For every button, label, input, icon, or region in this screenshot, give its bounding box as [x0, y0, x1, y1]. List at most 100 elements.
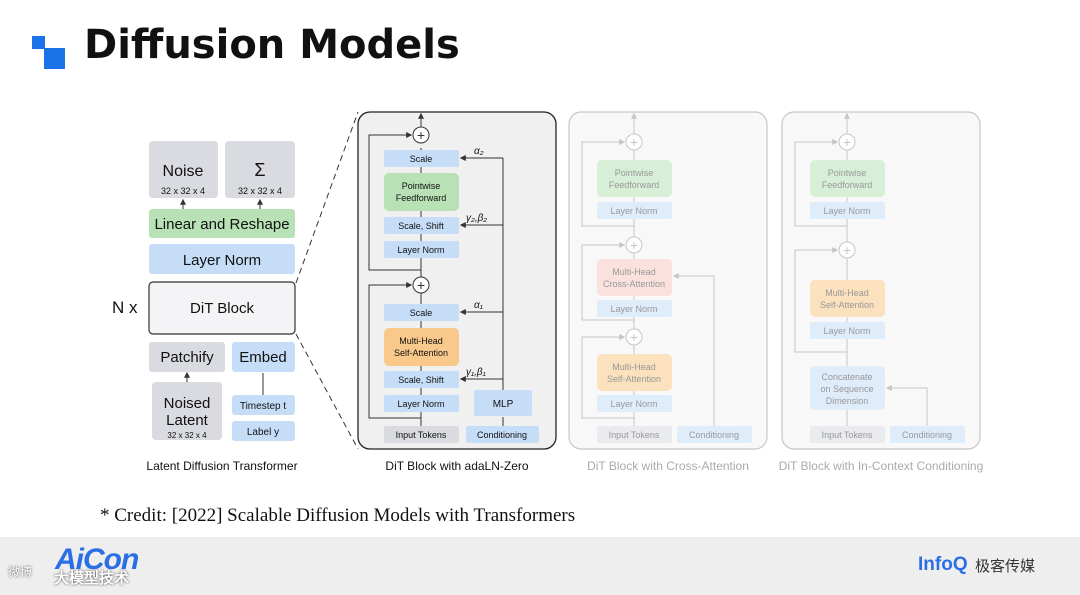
- cross-mhsa-2: Self-Attention: [607, 374, 661, 384]
- title-square-icon: [32, 36, 66, 70]
- cross-pointwise-2: Feedforward: [609, 180, 660, 190]
- conditioning-label: Conditioning: [477, 430, 527, 440]
- layer-norm-bottom-box: [384, 395, 459, 412]
- zoom-line-top: [295, 111, 359, 284]
- cross-layer-norm-1: Layer Norm: [610, 206, 657, 216]
- mhsa-box: [384, 328, 459, 366]
- cross-mhca-2: Cross-Attention: [603, 279, 665, 289]
- patchify-label: Patchify: [160, 349, 214, 366]
- cross-attention-block: + + + Pointwise Feedforward Layer Norm M…: [568, 111, 768, 450]
- cross-layer-norm-3: Layer Norm: [610, 399, 657, 409]
- noise-label: Noise: [163, 163, 204, 180]
- footer-bar: 微博 AiCon 大模型技术 InfoQ 极客传媒: [0, 537, 1080, 595]
- scale-shift-top-box: [384, 217, 459, 234]
- aicon-logo: AiCon: [55, 543, 139, 576]
- ic-input-tokens: Input Tokens: [822, 430, 873, 440]
- scale-shift-bottom-box: [384, 371, 459, 388]
- noise-dim: 32 x 32 x 4: [161, 186, 205, 196]
- alpha2-label: α₂: [474, 146, 484, 157]
- embed-label: Embed: [239, 349, 287, 366]
- ic-concat-2: on Sequence: [820, 384, 873, 394]
- pointwise-label-1: Pointwise: [402, 181, 441, 191]
- layer-norm-top-box: [384, 241, 459, 258]
- svg-text:+: +: [630, 237, 638, 253]
- ic-layer-norm-1: Layer Norm: [823, 206, 870, 216]
- svg-text:+: +: [417, 127, 425, 143]
- layer-norm-bottom-label: Layer Norm: [397, 399, 444, 409]
- credit-text: * Credit: [2022] Scalable Diffusion Mode…: [100, 505, 576, 526]
- gamma2-beta2-label: γ₂,β₂: [466, 213, 487, 224]
- linear-reshape-label: Linear and Reshape: [154, 216, 289, 233]
- layer-norm-top-label: Layer Norm: [397, 245, 444, 255]
- cross-mhca-1: Multi-Head: [612, 267, 656, 277]
- label-y-box: [232, 421, 295, 441]
- sigma-dim: 32 x 32 x 4: [238, 186, 282, 196]
- scale-shift-bottom-label: Scale, Shift: [398, 375, 444, 385]
- mhsa-label-2: Self-Attention: [394, 348, 448, 358]
- linear-reshape-box: [149, 209, 295, 238]
- noise-box: [149, 141, 218, 198]
- gamma1-beta1-label: γ₁,β₁: [466, 367, 486, 378]
- svg-text:+: +: [630, 329, 638, 345]
- scale-bottom-box: [384, 304, 459, 321]
- cross-layer-norm-2: Layer Norm: [610, 304, 657, 314]
- ic-conditioning: Conditioning: [902, 430, 952, 440]
- ic-concat-1: Concatenate: [821, 372, 872, 382]
- sigma-box: [225, 141, 295, 198]
- ic-pointwise-2: Feedforward: [822, 180, 873, 190]
- infoq-chinese-name: 极客传媒: [975, 558, 1036, 575]
- embed-box: [232, 342, 295, 372]
- ldt-caption: Latent Diffusion Transformer: [146, 459, 297, 473]
- mhsa-label-1: Multi-Head: [399, 336, 443, 346]
- svg-text:+: +: [843, 242, 851, 258]
- dit-block-box: [148, 281, 296, 335]
- cross-mhsa-1: Multi-Head: [612, 362, 656, 372]
- latent-diffusion-transformer: Noise 32 x 32 x 4 Σ 32 x 32 x 4 Linear a…: [112, 141, 298, 473]
- scale-top-label: Scale: [410, 154, 433, 164]
- adaln-caption: DiT Block with adaLN-Zero: [385, 459, 528, 473]
- alpha1-label: α₁: [474, 300, 483, 311]
- svg-text:+: +: [417, 277, 425, 293]
- input-tokens-box: [384, 426, 459, 443]
- latent-dim: 32 x 32 x 4: [167, 431, 207, 440]
- cross-conditioning: Conditioning: [689, 430, 739, 440]
- ic-concat-3: Dimension: [826, 396, 869, 406]
- svg-text:+: +: [843, 134, 851, 150]
- layer-norm-box: [149, 244, 295, 274]
- mlp-box: [474, 390, 532, 416]
- weibo-watermark: 微博: [8, 565, 33, 579]
- in-context-block: + + Pointwise Feedforward Layer Norm Mul…: [781, 111, 981, 450]
- add-circle-bottom: [412, 276, 430, 294]
- adaln-zero-block: + + Scale Pointwise Feedforward Scale, S…: [357, 111, 557, 473]
- patchify-box: [149, 342, 225, 372]
- latent-label: Latent: [166, 412, 209, 429]
- timestep-label: Timestep t: [240, 401, 287, 412]
- scale-bottom-label: Scale: [410, 308, 433, 318]
- n-times-label: N x: [112, 298, 138, 317]
- infoq-logo: InfoQ: [918, 554, 968, 575]
- cross-input-tokens: Input Tokens: [609, 430, 660, 440]
- noised-latent-box: [152, 382, 222, 440]
- mlp-label: MLP: [493, 399, 514, 410]
- ic-pointwise-1: Pointwise: [828, 168, 867, 178]
- pointwise-ff-box: [384, 173, 459, 211]
- aicon-subtitle: 大模型技术: [54, 570, 130, 587]
- noised-label: Noised: [164, 395, 211, 412]
- scale-top-box: [384, 150, 459, 167]
- layer-norm-label: Layer Norm: [183, 252, 261, 269]
- ic-mhsa-2: Self-Attention: [820, 300, 874, 310]
- cross-caption: DiT Block with Cross-Attention: [587, 459, 749, 473]
- svg-text:+: +: [630, 134, 638, 150]
- slide-title: Diffusion Models: [84, 22, 460, 68]
- pointwise-label-2: Feedforward: [396, 193, 447, 203]
- timestep-box: [232, 395, 295, 415]
- zoom-line-bottom: [295, 333, 359, 450]
- dit-block-label: DiT Block: [190, 300, 254, 317]
- sigma-label: Σ: [254, 160, 265, 180]
- ic-mhsa-1: Multi-Head: [825, 288, 869, 298]
- ic-layer-norm-2: Layer Norm: [823, 326, 870, 336]
- conditioning-box: [466, 426, 539, 443]
- input-tokens-label: Input Tokens: [396, 430, 447, 440]
- incontext-caption: DiT Block with In-Context Conditioning: [779, 459, 984, 473]
- label-y-label: Label y: [247, 427, 279, 438]
